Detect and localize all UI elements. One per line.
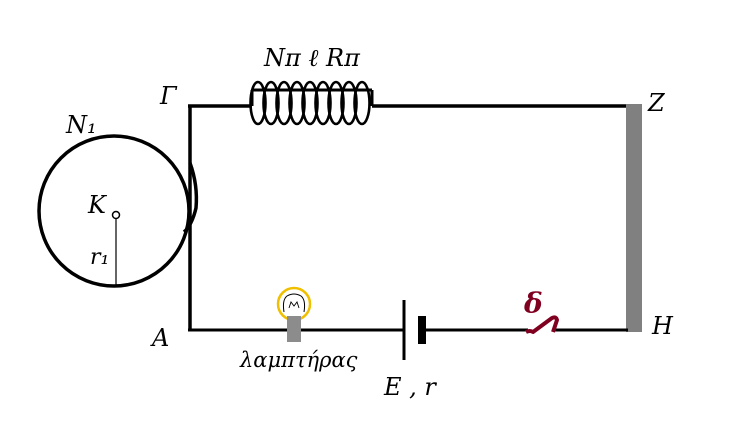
solenoid-turn — [288, 80, 306, 126]
solenoid-turn — [314, 80, 332, 126]
solenoid-turn — [262, 80, 280, 126]
node-eta-label: H — [651, 312, 674, 340]
metal-rod — [626, 104, 642, 332]
solenoid-turn — [301, 80, 319, 126]
solenoid-turn — [249, 80, 267, 126]
node-gamma-label: Γ — [159, 82, 178, 110]
lamp-label: λαμπτήρας — [239, 348, 358, 372]
circular-coil — [37, 134, 191, 288]
switch-label: δ — [523, 287, 543, 320]
open-switch-icon — [525, 315, 559, 334]
solenoid — [249, 80, 374, 126]
center-point — [111, 210, 121, 220]
solenoid-turn — [340, 80, 358, 126]
solenoid-turn — [275, 80, 293, 126]
radius-r1-label: r₁ — [90, 245, 109, 270]
loop-n1-label: N₁ — [65, 111, 97, 139]
node-alpha-label: A — [150, 324, 169, 352]
center-k-label: K — [87, 191, 108, 219]
battery-label: E , r — [383, 373, 437, 401]
battery-cell-icon — [402, 300, 426, 360]
solenoid-turn — [327, 80, 345, 126]
node-zeta-label: Z — [647, 89, 666, 117]
solenoid-label: Nπ ℓ Rπ — [263, 44, 361, 72]
light-bulb-icon — [276, 286, 312, 342]
solenoid-turn — [353, 80, 371, 126]
